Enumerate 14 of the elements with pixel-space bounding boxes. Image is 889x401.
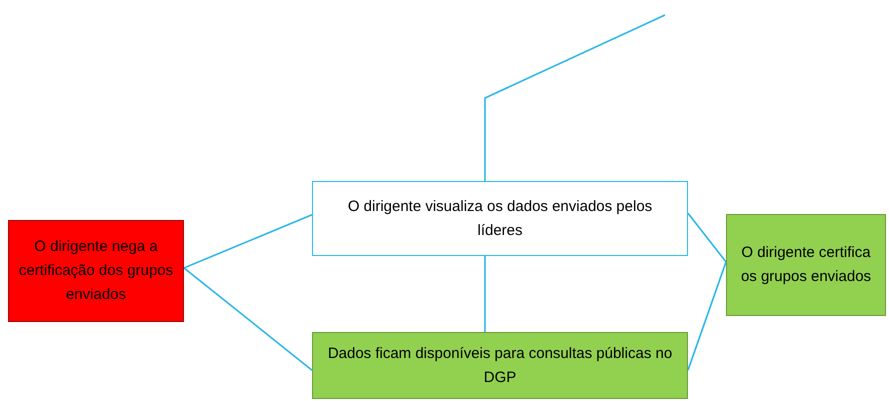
connector-line xyxy=(184,214,312,269)
process-box xyxy=(726,214,886,316)
process-box xyxy=(312,332,688,399)
connector-line xyxy=(484,256,486,332)
connector-line xyxy=(687,262,727,370)
process-box xyxy=(312,181,688,256)
box-text: O dirigente nega a certificação dos grupos enviados xyxy=(18,237,174,305)
connector-line xyxy=(687,212,727,262)
process-box xyxy=(8,220,184,322)
box-text: O dirigente certifica os grupos enviados xyxy=(740,243,872,287)
connector-line xyxy=(184,267,312,371)
box-text: Dados ficam disponíveis para consultas públicas no DGP xyxy=(326,344,674,388)
connector-line xyxy=(484,14,666,181)
box-text: O dirigente visualiza os dados enviados pelos líderes xyxy=(346,196,654,240)
